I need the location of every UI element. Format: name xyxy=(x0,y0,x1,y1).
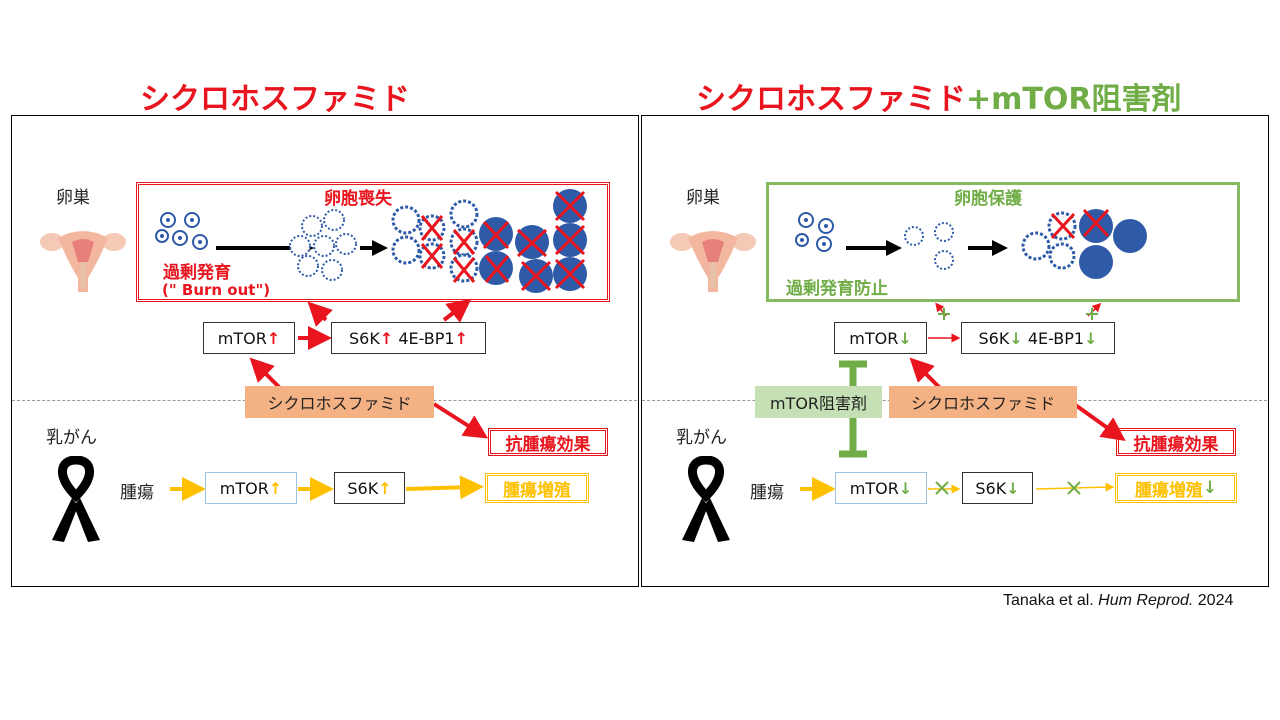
left-mtor-text: mTOR xyxy=(217,328,267,348)
right-title: シクロホスファミド+mTOR阻害剤 xyxy=(696,74,1181,118)
left-s6k-box: S6K↑ 4E-BP1↑ xyxy=(331,322,486,354)
right-title-inhibitor: +mTOR阻害剤 xyxy=(966,82,1182,117)
right-ebp1-down-arrow: ↓ xyxy=(1084,328,1098,348)
left-tumor-mtor-up-arrow: ↑ xyxy=(268,478,283,498)
left-ebp1-up-arrow: ↑ xyxy=(454,328,469,348)
right-ebp1-text: 4E-BP1 xyxy=(1027,328,1085,348)
left-mtor-up-arrow: ↑ xyxy=(266,328,281,348)
right-s6k-box: S6K↓ 4E-BP1↓ xyxy=(961,322,1115,354)
left-burnout-label: (" Burn out") xyxy=(162,281,271,299)
right-tumor-growth-text: 腫瘍増殖 xyxy=(1134,480,1203,501)
left-ebp1-text: 4E-BP1 xyxy=(398,328,455,348)
left-tumor-s6k-up-arrow: ↑ xyxy=(378,478,392,498)
right-tumor-growth-box: 腫瘍増殖↓ xyxy=(1115,473,1237,503)
right-mtor-down-arrow: ↓ xyxy=(898,328,912,348)
left-s6k-up-arrow: ↑ xyxy=(379,328,394,348)
right-tumor-s6k-text: S6K xyxy=(975,478,1007,498)
left-tumor-mtor-text: mTOR xyxy=(219,478,269,498)
right-antitumor-box: 抗腫瘍効果 xyxy=(1116,428,1236,456)
left-overgrowth-label: 過剰発育 xyxy=(163,263,231,283)
right-mtor-box: mTOR↓ xyxy=(834,322,927,354)
right-ovary-label: 卵巣 xyxy=(686,188,720,208)
left-follicle-loss-label: 卵胞喪失 xyxy=(324,189,392,209)
right-follicle-progression xyxy=(795,208,1147,279)
left-pathway-arrows xyxy=(170,298,489,501)
left-breast-cancer-label: 乳がん xyxy=(46,428,97,448)
right-tumor-label: 腫瘍 xyxy=(750,483,784,503)
right-tumor-mtor-box: mTOR↓ xyxy=(835,472,927,504)
left-s6k-text: S6K xyxy=(348,328,380,348)
left-tumor-mtor-box: mTOR↑ xyxy=(205,472,297,504)
left-mtor-box: mTOR↑ xyxy=(203,322,295,354)
left-panel xyxy=(11,115,639,587)
left-tumor-s6k-text: S6K xyxy=(347,478,379,498)
citation: Tanaka et al. Hum Reprod. 2024 xyxy=(1003,592,1233,610)
citation-journal: Hum Reprod. xyxy=(1098,592,1194,609)
left-ovary-label: 卵巣 xyxy=(56,188,90,208)
left-title: シクロホスファミド xyxy=(140,82,410,117)
right-s6k-text: S6K xyxy=(978,328,1010,348)
citation-authors: Tanaka et al. xyxy=(1003,592,1099,609)
uterus-icon xyxy=(670,231,756,292)
right-tumor-s6k-box: S6K↓ xyxy=(962,472,1033,504)
left-drug-pill: シクロホスファミド xyxy=(245,386,434,418)
ribbon-icon xyxy=(682,456,730,542)
right-overgrowth-prevent-label: 過剰発育防止 xyxy=(786,279,888,299)
right-drug-pill: シクロホスファミド xyxy=(889,386,1077,418)
right-tumor-growth-down-arrow: ↓ xyxy=(1202,478,1218,498)
uterus-icon xyxy=(40,231,126,292)
ribbon-icon xyxy=(52,456,100,542)
right-follicle-protect-label: 卵胞保護 xyxy=(954,189,1022,209)
left-follicle-box xyxy=(136,182,610,302)
right-follicle-box xyxy=(766,182,1240,302)
right-pathway-arrows xyxy=(800,302,1126,501)
left-tumor-growth-box: 腫瘍増殖 xyxy=(485,473,589,503)
right-s6k-down-arrow: ↓ xyxy=(1009,328,1023,348)
citation-year: 2024 xyxy=(1193,592,1234,609)
right-tumor-mtor-down-arrow: ↓ xyxy=(898,478,913,498)
left-follicle-progression xyxy=(155,189,587,293)
right-title-drug: シクロホスファミド xyxy=(696,82,966,117)
left-tumor-label: 腫瘍 xyxy=(120,483,154,503)
left-tumor-s6k-box: S6K↑ xyxy=(334,472,405,504)
right-tumor-s6k-down-arrow: ↓ xyxy=(1006,478,1020,498)
right-breast-cancer-label: 乳がん xyxy=(676,428,727,448)
right-panel xyxy=(641,115,1269,587)
left-antitumor-box: 抗腫瘍効果 xyxy=(488,428,608,456)
right-tumor-mtor-text: mTOR xyxy=(849,478,899,498)
right-mtor-text: mTOR xyxy=(849,328,899,348)
right-inhibitor-pill: mTOR阻害剤 xyxy=(755,386,882,418)
